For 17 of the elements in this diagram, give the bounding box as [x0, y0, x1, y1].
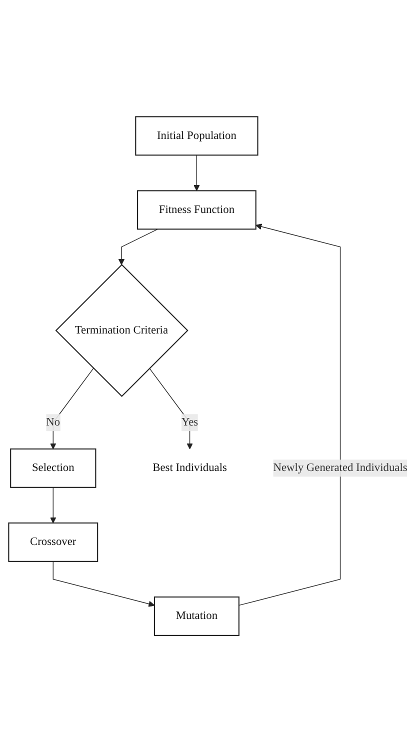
arrow [52, 562, 155, 608]
edge-label: No [46, 416, 60, 429]
node-box: Mutation [154, 596, 240, 636]
arrow [50, 368, 94, 450]
node-box: Fitness Function [137, 190, 256, 230]
node-box: Initial Population [135, 116, 258, 156]
arrow [149, 368, 193, 450]
node-text: Best Individuals [152, 462, 227, 474]
edge-label: Yes [182, 416, 198, 429]
node-box: Selection [10, 448, 96, 488]
node-diamond: Termination Criteria [55, 264, 188, 398]
node-box: Crossover [8, 522, 98, 562]
arrow [238, 224, 341, 606]
arrow [118, 229, 158, 266]
arrow [194, 155, 200, 192]
edge-label: Newly Generated Individuals [273, 462, 408, 474]
arrow [50, 487, 56, 524]
